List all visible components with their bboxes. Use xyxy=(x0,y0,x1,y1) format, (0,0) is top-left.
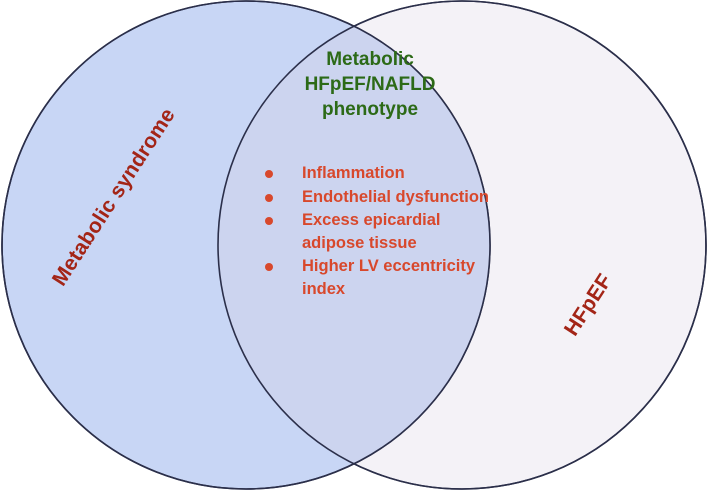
list-item-label: Excess epicardial adipose tissue xyxy=(302,211,441,252)
intersection-title-line-3: phenotype xyxy=(321,99,419,120)
intersection-feature-list: Inflammation Endothelial dysfunction Exc… xyxy=(260,162,500,301)
bullet-dot-icon xyxy=(265,193,273,202)
list-item: Excess epicardial adipose tissue xyxy=(260,209,500,254)
list-item-label: Higher LV eccentricity index xyxy=(302,257,476,298)
intersection-title: Metabolic HFpEF/NAFLD phenotype xyxy=(245,47,495,122)
list-item-label: Endothelial dysfunction xyxy=(302,187,490,206)
circle-intersection-region xyxy=(218,1,490,489)
bullet-dot-icon xyxy=(265,170,273,178)
bullet-dot-icon xyxy=(265,263,273,271)
bullet-dot-icon xyxy=(265,217,273,225)
list-item: Higher LV eccentricity index xyxy=(260,255,500,300)
circle-hfpef-outline xyxy=(217,0,707,490)
intersection-title-line-1: Metabolic xyxy=(326,49,414,70)
list-item: Inflammation xyxy=(260,162,500,185)
intersection-title-line-2: HFpEF/NAFLD xyxy=(304,74,436,95)
list-item: Endothelial dysfunction xyxy=(260,186,500,209)
list-item-label: Inflammation xyxy=(302,164,405,182)
circle-metabolic-syndrome-outline xyxy=(1,0,491,490)
